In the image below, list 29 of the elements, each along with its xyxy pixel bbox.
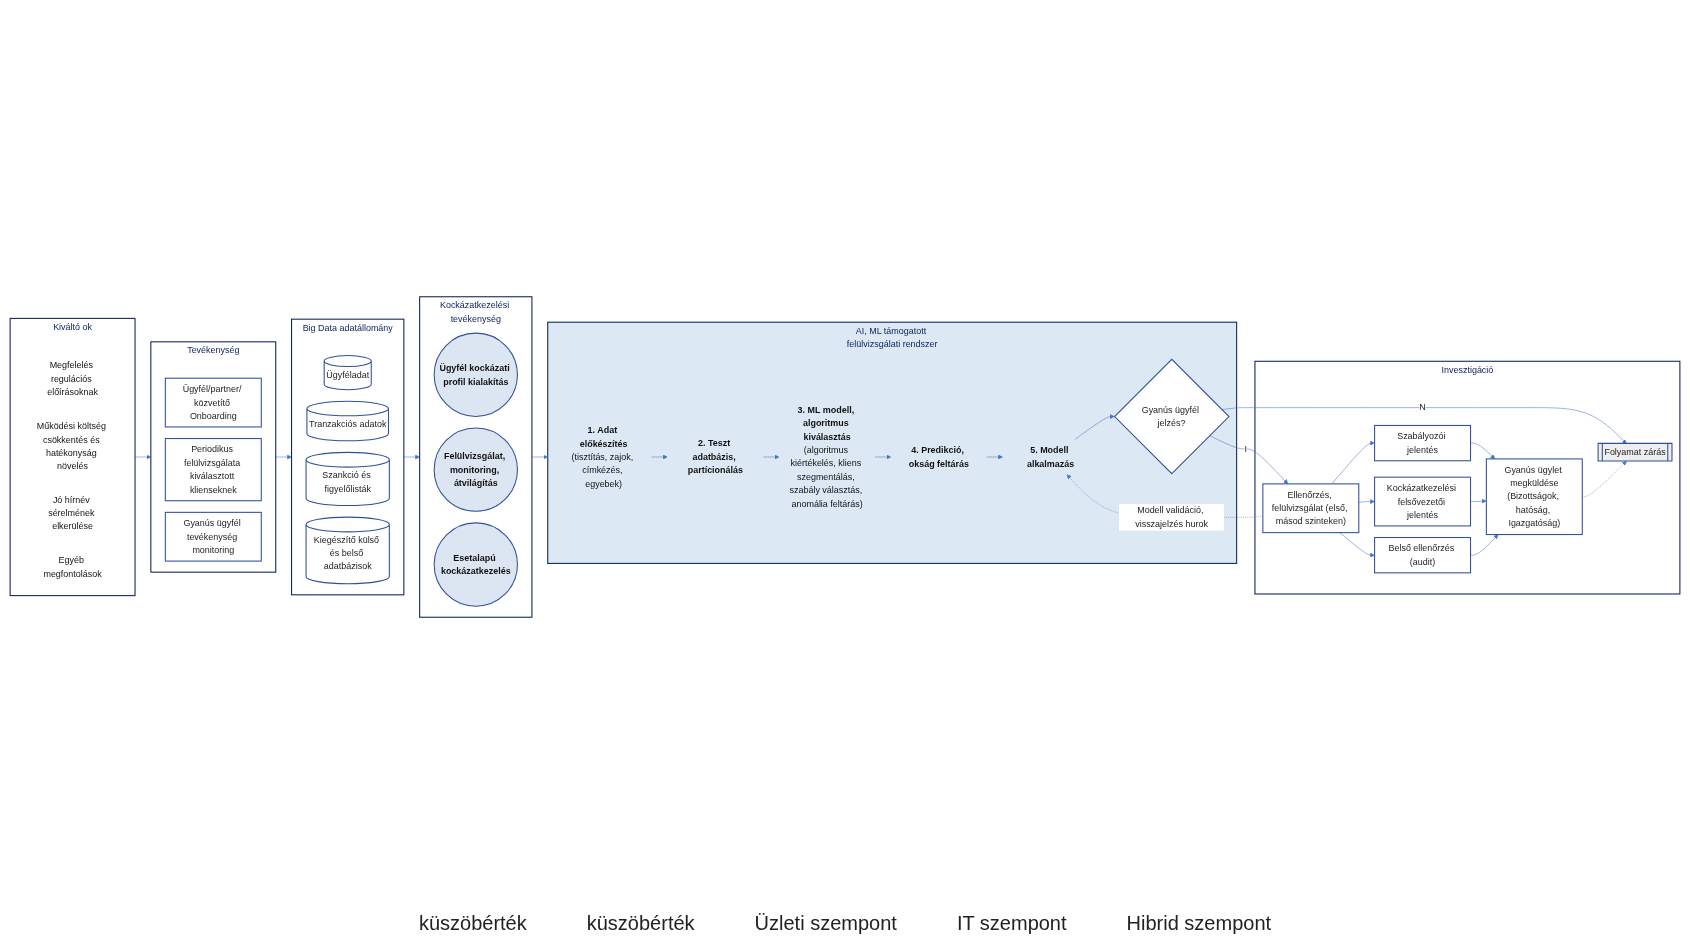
note-text: küszöbérték [418, 912, 527, 935]
node-box: Kockázatkezelési felsővezetői jelentés [1374, 476, 1472, 527]
note-text: küszöbérték [586, 912, 695, 935]
node-circle: Esetalapú kockázatkezelés [433, 522, 518, 607]
node-text: Működési költség csökkentés és hatékonyság növelés [36, 420, 106, 472]
node-circle: Ügyfél kockázati profil kialakítás [433, 332, 518, 417]
node-text: 5. Modell alkalmazás [1026, 445, 1075, 469]
node-box: Periodikus felülvizsgálata kiválasztott klienseknek [164, 438, 262, 502]
node-box: Gyanús ügyfél tevékenység monitoring [164, 511, 262, 562]
node-box: Ellenőrzés, felülvizsgálat (első, másod szinteken) [1262, 483, 1360, 534]
node-text: Jó hírnév sérelmének elkerülése [48, 494, 95, 532]
note-text: IT szempont [956, 912, 1067, 935]
node-box: Szabályozói jelentés [1374, 424, 1472, 462]
note-text: Hibrid szempont [1126, 912, 1272, 935]
note-text: Üzleti szempont [754, 912, 897, 935]
node-box: Ügyfél/partner/ közvetítő Onboarding [164, 377, 262, 428]
node-text: 4. Predikció, okság feltárás [908, 445, 969, 469]
node-text: 2. Teszt adatbázis, partícionálás [687, 438, 743, 476]
node-circle: Felülvizsgálat, monitoring, átvilágítás [433, 427, 518, 512]
node-text: Megfelelés regulációs előírásoknak [47, 360, 98, 398]
node-diamond: Gyanús ügyfél jelzés? [1113, 358, 1230, 475]
node-text: 3. ML modell, algoritmus kiválasztás (algoritmus kiértékelés, kliens szegmentálás, szabály választás, anomália feltárás) [789, 404, 863, 509]
node-box: Gyanús ügylet megküldése (Bizottságok, hatóság, Igazgatóság) [1485, 458, 1583, 536]
edge-label: Modell validáció, visszajelzés hurok [1135, 505, 1208, 529]
node-box: Belső ellenőrzés (audit) [1374, 537, 1472, 574]
edge-label: I [1244, 443, 1248, 454]
edge-label: N [1419, 402, 1426, 413]
node-text: 1. Adat előkészítés (tisztítás, zajok, címkézés, egyebek) [571, 424, 634, 489]
node-text: Egyéb megfontolások [43, 555, 102, 579]
